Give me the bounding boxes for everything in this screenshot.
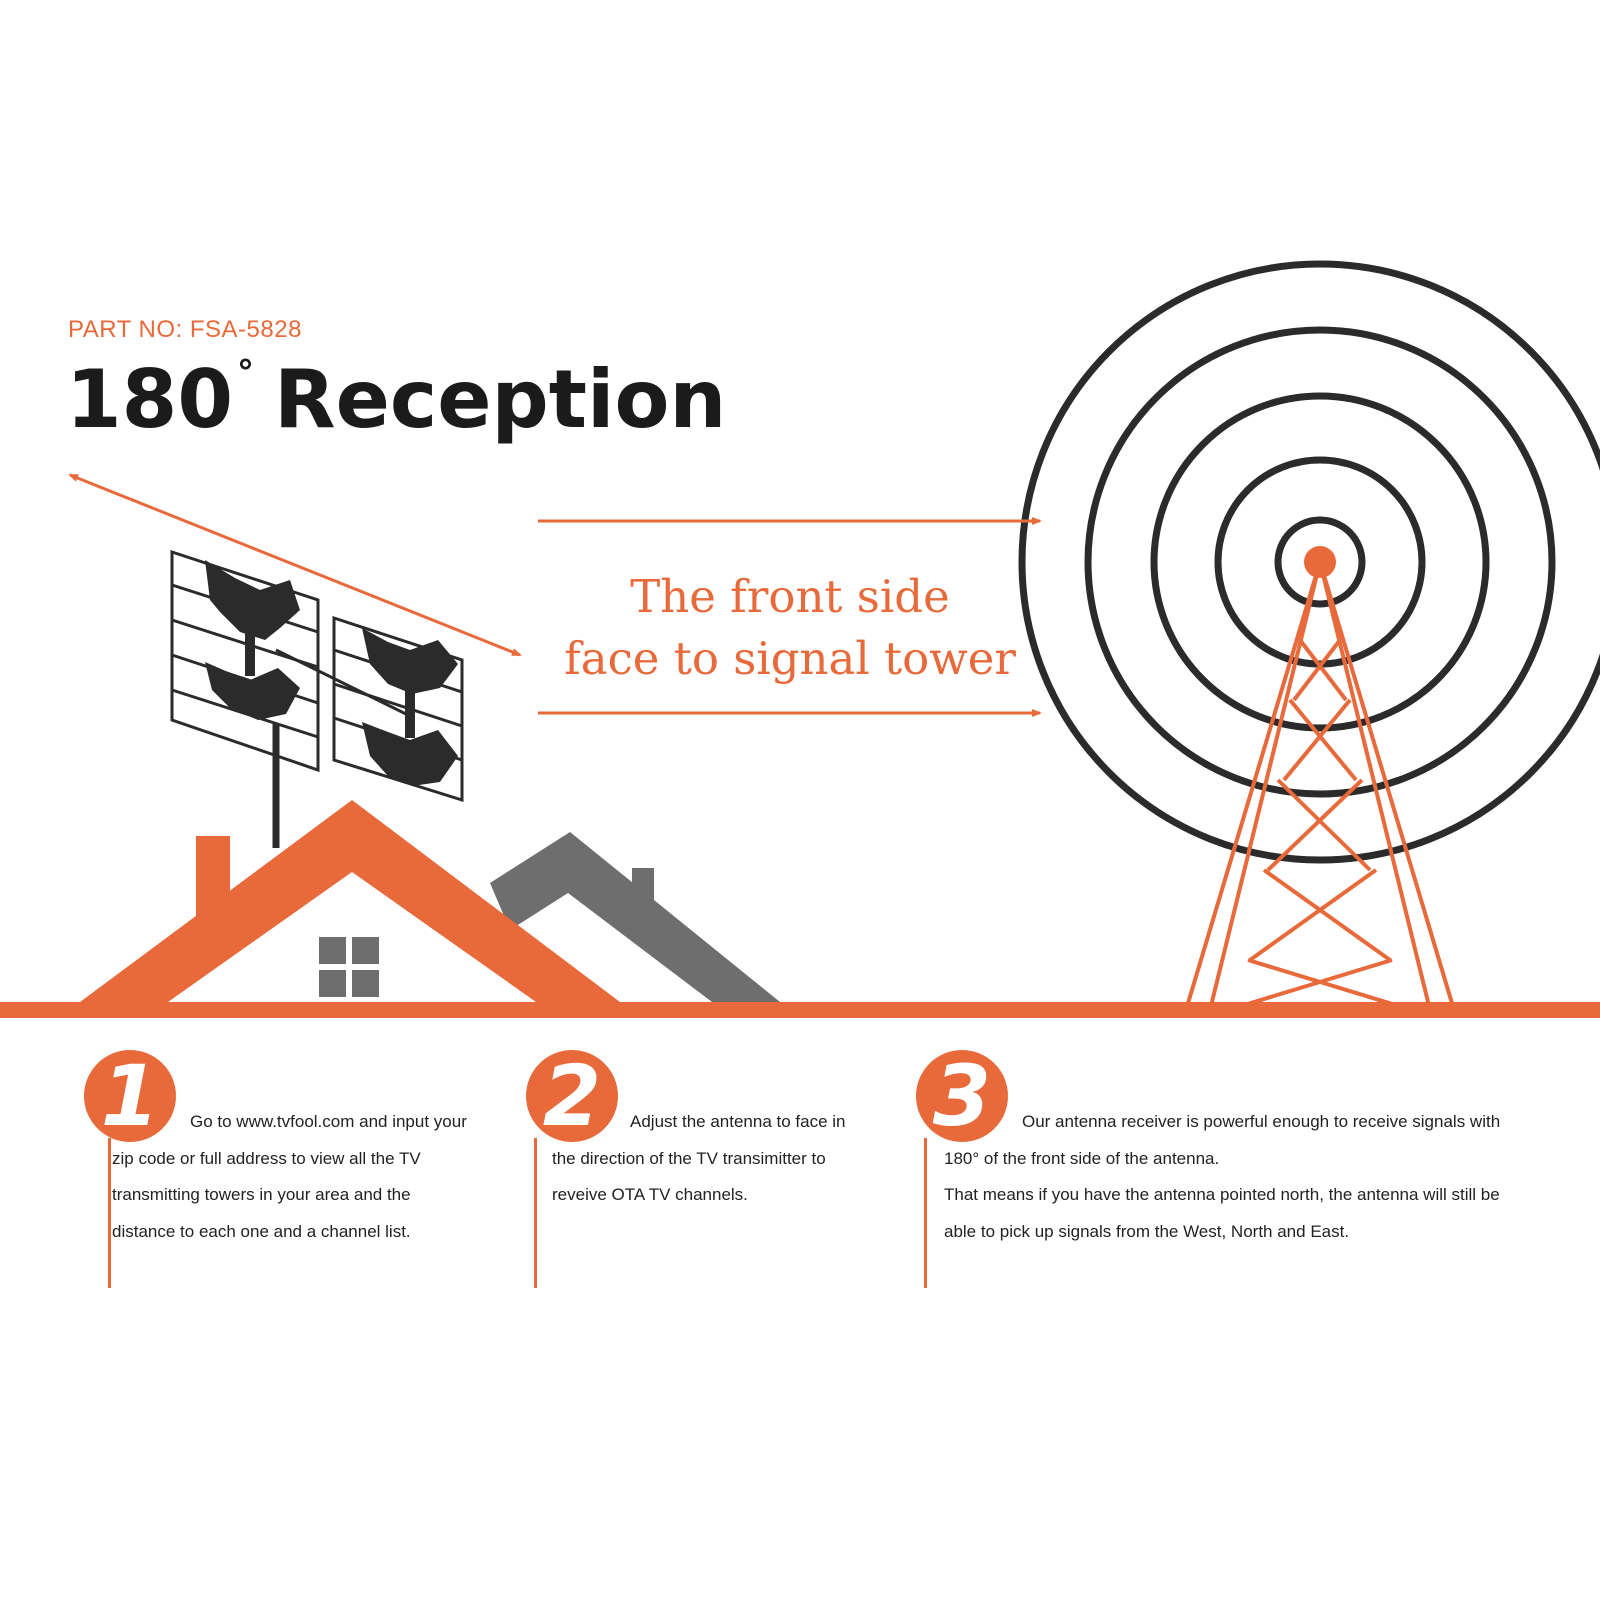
- step-1-stem: [108, 1138, 111, 1288]
- title-word: Reception: [274, 353, 727, 446]
- signal-rings: [1018, 260, 1600, 864]
- part-number: PART NO: FSA-5828: [68, 316, 302, 343]
- page-title: 180°Reception: [66, 356, 726, 440]
- step-2-badge: 2: [526, 1050, 618, 1142]
- ground-line: [0, 1002, 1600, 1018]
- step-3-badge: 3: [916, 1050, 1008, 1142]
- step-2-text: Adjust the antenna to face in the direct…: [552, 1112, 846, 1204]
- tagline-line-1: The front side: [630, 570, 950, 623]
- coverage-arrow: [68, 473, 522, 657]
- antenna-icon: [170, 549, 464, 848]
- secondary-roof: [490, 832, 780, 1002]
- title-number: 180: [66, 353, 233, 446]
- title-degree: °: [237, 353, 254, 393]
- transmission-tower: [1184, 561, 1456, 1012]
- house-roof: [80, 800, 620, 1002]
- tower-beacon: [1304, 546, 1336, 578]
- step-1-text: Go to www.tvfool.com and input your zip …: [112, 1112, 467, 1241]
- tagline: The front side face to signal tower: [560, 566, 1020, 690]
- step-2-stem: [534, 1138, 537, 1288]
- house-window: [319, 937, 379, 997]
- step-3-text: Our antenna receiver is powerful enough …: [944, 1112, 1501, 1241]
- tagline-line-2: face to signal tower: [564, 632, 1016, 685]
- step-3-stem: [924, 1138, 927, 1288]
- step-1-badge: 1: [84, 1050, 176, 1142]
